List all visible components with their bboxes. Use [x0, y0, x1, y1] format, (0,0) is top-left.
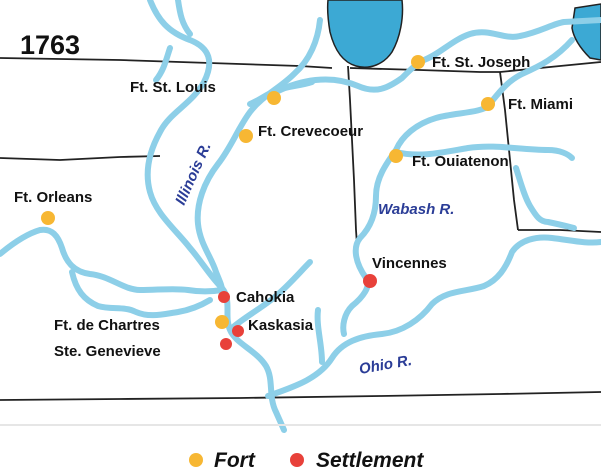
lake-michigan: [326, 0, 404, 68]
label-ft-st-joseph: Ft. St. Joseph: [432, 54, 530, 71]
label-ft-crevecoeur: Ft. Crevecoeur: [258, 123, 363, 140]
river-maumee: [485, 37, 575, 109]
river-tributary-south: [314, 307, 325, 365]
border-iowa-missouri: [0, 155, 161, 161]
river-illinois: [194, 17, 323, 293]
border-south: [0, 391, 601, 401]
map-year: 1763: [20, 30, 80, 60]
fort-marker-ft-de-chartres: [215, 315, 229, 329]
label-ste-genevieve: Ste. Genevieve: [54, 343, 161, 360]
rivers: [0, 0, 601, 433]
river-missouri: [0, 226, 225, 295]
settlement-marker-kaskasia: [232, 325, 244, 337]
river-wabash-east: [393, 143, 575, 161]
river-white: [513, 165, 577, 231]
legend-divider: [0, 424, 601, 426]
label-kaskasia: Kaskasia: [248, 317, 314, 334]
legend-settlement-dot: [290, 453, 304, 467]
legend-fort-label: Fort: [214, 449, 256, 472]
label-ft-orleans: Ft. Orleans: [14, 189, 92, 206]
border-wisconsin-illinois: [0, 57, 333, 69]
legend-settlement-label: Settlement: [316, 449, 424, 472]
settlement-marker-ste-genevieve: [220, 338, 232, 350]
label-ft-miami: Ft. Miami: [508, 96, 573, 113]
fort-marker-ft-st-louis: [267, 91, 281, 105]
settlement-markers: [218, 274, 377, 350]
river-tributary-illinois: [153, 45, 173, 83]
label-ft-st-louis: Ft. St. Louis: [130, 79, 216, 96]
river-kankakee: [273, 57, 427, 95]
label-cahokia: Cahokia: [236, 289, 295, 306]
fort-marker-ft-crevecoeur: [239, 129, 253, 143]
river-st-joseph: [421, 17, 601, 63]
place-labels: Ft. St. Louis Ft. St. Joseph Ft. Miami F…: [14, 54, 573, 360]
legend-fort-dot: [189, 453, 203, 467]
river-label-wabash: Wabash R.: [378, 201, 454, 218]
river-mississippi: [144, 0, 287, 433]
label-ft-ouiatenon: Ft. Ouiatenon: [412, 153, 509, 170]
fort-marker-ft-orleans: [41, 211, 55, 225]
fort-marker-ft-ouiatenon: [389, 149, 403, 163]
state-borders: [0, 57, 601, 401]
legend: Fort Settlement: [0, 424, 601, 472]
fort-markers: [41, 55, 495, 329]
river-upper-branch: [175, 0, 193, 37]
border-indiana-ohio: [499, 71, 519, 231]
river-wabash: [340, 101, 495, 337]
border-ohio-kentucky: [518, 229, 601, 233]
border-michigan-indiana: [349, 67, 500, 73]
river-ohio: [265, 234, 601, 399]
river-kaskaskia: [229, 259, 313, 331]
river-missouri-branch: [69, 269, 213, 319]
fort-marker-ft-st-joseph: [411, 55, 425, 69]
label-ft-de-chartres: Ft. de Chartres: [54, 317, 160, 334]
border-illinois-indiana: [347, 65, 359, 261]
settlement-marker-vincennes: [363, 274, 377, 288]
fort-marker-ft-miami: [481, 97, 495, 111]
border-michigan-ohio: [499, 61, 601, 73]
label-vincennes: Vincennes: [372, 255, 447, 272]
settlement-marker-cahokia: [218, 291, 230, 303]
